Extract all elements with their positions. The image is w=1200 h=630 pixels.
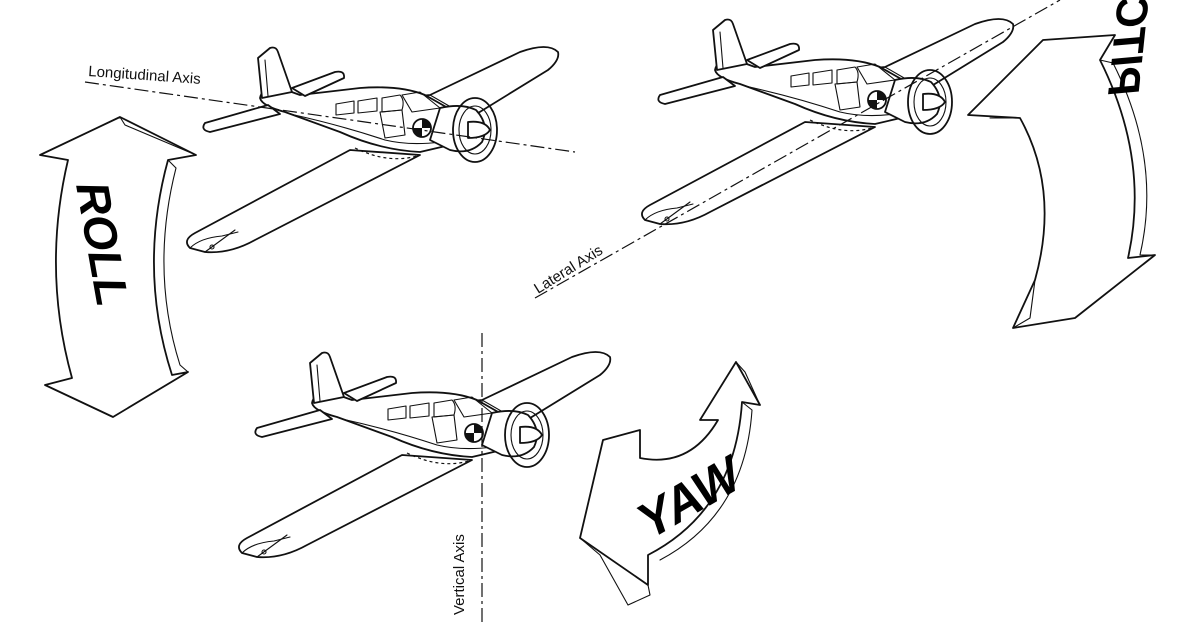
airplane-vertical bbox=[238, 351, 612, 559]
pitch-label: PITCH bbox=[1098, 0, 1161, 99]
pitch-arrow: PITCH bbox=[967, 0, 1161, 329]
airplane-lateral bbox=[641, 18, 1015, 226]
lateral-axis-label: Lateral Axis bbox=[531, 242, 606, 298]
roll-arrow: ROLL bbox=[39, 116, 197, 418]
longitudinal-axis-label: Longitudinal Axis bbox=[88, 63, 202, 88]
yaw-arrow: YAW bbox=[579, 361, 761, 606]
airplane-longitudinal bbox=[186, 46, 560, 254]
lateral-axis-line bbox=[534, 0, 1061, 299]
vertical-axis-label: Vertical Axis bbox=[451, 534, 468, 615]
longitudinal-axis-line bbox=[84, 81, 576, 153]
